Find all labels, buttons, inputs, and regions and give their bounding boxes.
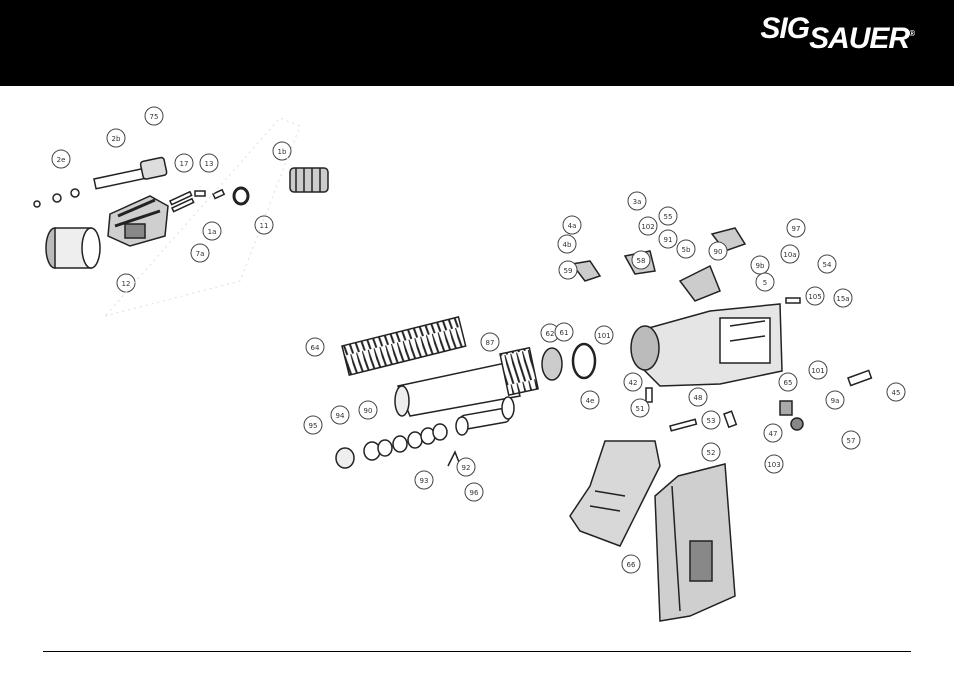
callout-number: 52 bbox=[707, 449, 716, 457]
part-spring bbox=[786, 298, 800, 303]
callout-number: 65 bbox=[784, 379, 793, 387]
parts-drawing: 2e2b7517131a7a111b1264876261101959490939… bbox=[0, 86, 954, 648]
part-pin bbox=[646, 388, 652, 402]
part-pin bbox=[670, 419, 696, 431]
callout-number: 48 bbox=[694, 394, 703, 402]
callout-number: 4a bbox=[568, 222, 577, 230]
callout-number: 3a bbox=[633, 198, 642, 206]
sig-sauer-logo: SIGSAUER® bbox=[760, 18, 914, 52]
callout-number: 90 bbox=[364, 407, 373, 415]
lower-group bbox=[570, 228, 871, 621]
part-small-ring bbox=[71, 189, 79, 197]
part-pin bbox=[724, 411, 736, 427]
part-springs bbox=[170, 192, 194, 212]
callout-number: 91 bbox=[664, 236, 673, 244]
callout-number: 87 bbox=[486, 339, 495, 347]
callout-number: 93 bbox=[420, 477, 429, 485]
part-crush-washer bbox=[234, 188, 248, 204]
callout-number: 90 bbox=[714, 248, 723, 256]
callout-number: 92 bbox=[462, 464, 471, 472]
header-bar: SIGSAUER® bbox=[0, 0, 954, 86]
callout-number: 61 bbox=[560, 329, 569, 337]
part-buffer-spring bbox=[342, 317, 466, 375]
callout-number: 57 bbox=[847, 437, 856, 445]
callout-number: 2b bbox=[112, 135, 121, 143]
callout-number: 17 bbox=[180, 160, 189, 168]
part-gas-piston bbox=[94, 157, 167, 189]
callout-number: 12 bbox=[122, 280, 131, 288]
callout-number: 1b bbox=[278, 148, 287, 156]
callout-number: 9b bbox=[756, 262, 765, 270]
part-trigger-group bbox=[572, 228, 745, 301]
callout-number: 2e bbox=[57, 156, 66, 164]
part-handguard-block bbox=[108, 196, 168, 246]
callout-number: 5 bbox=[763, 279, 767, 287]
callout-number: 95 bbox=[309, 422, 318, 430]
part-pistol-grip bbox=[570, 441, 660, 546]
part-lower-receiver bbox=[631, 304, 782, 386]
callout-number: 75 bbox=[150, 113, 159, 121]
callout-number: 101 bbox=[811, 367, 824, 375]
callout-number: 101 bbox=[597, 332, 610, 340]
callout-number: 51 bbox=[636, 405, 645, 413]
callout-number: 96 bbox=[470, 489, 479, 497]
callout-number: 53 bbox=[707, 417, 716, 425]
callout-number: 66 bbox=[627, 561, 636, 569]
part-pin bbox=[848, 370, 871, 385]
part-pin bbox=[213, 190, 224, 199]
part-barrel-nut bbox=[46, 228, 100, 268]
part-castle-nut bbox=[542, 348, 562, 380]
upper-group bbox=[34, 157, 328, 268]
callout-number: 103 bbox=[767, 461, 780, 469]
callout-number: 97 bbox=[792, 225, 801, 233]
callout-number: 62 bbox=[546, 330, 555, 338]
callout-number: 9a bbox=[831, 397, 840, 405]
callout-number: 1a bbox=[208, 228, 217, 236]
callout-number: 55 bbox=[664, 213, 673, 221]
callout-number: 54 bbox=[823, 261, 832, 269]
callout-number: 7a bbox=[196, 250, 205, 258]
part-flash-hider bbox=[290, 168, 328, 192]
callout-number: 5b bbox=[682, 246, 691, 254]
footer-rule bbox=[43, 651, 911, 652]
part-small-ring bbox=[53, 194, 61, 202]
callout-number: 94 bbox=[336, 412, 345, 420]
callout-number: 42 bbox=[629, 379, 638, 387]
part-buffer-weights bbox=[336, 424, 447, 468]
callout-number: 10a bbox=[783, 251, 796, 259]
part-detent bbox=[791, 418, 803, 430]
callout-number: 59 bbox=[564, 267, 573, 275]
part-pin bbox=[195, 191, 205, 196]
part-small-ring bbox=[34, 201, 40, 207]
callout-number: 45 bbox=[892, 389, 901, 397]
callout-number: 15a bbox=[836, 295, 849, 303]
callout-number: 13 bbox=[205, 160, 214, 168]
callout-number: 64 bbox=[311, 344, 320, 352]
part-spring-cap bbox=[780, 401, 792, 415]
callout-number: 4b bbox=[563, 241, 572, 249]
callout-number: 58 bbox=[637, 257, 646, 265]
callout-number: 4e bbox=[586, 397, 595, 405]
part-end-plate bbox=[573, 344, 595, 378]
callout-number: 102 bbox=[641, 223, 654, 231]
part-magazine bbox=[655, 464, 735, 621]
callout-number: 105 bbox=[808, 293, 821, 301]
callout-number: 47 bbox=[769, 430, 778, 438]
